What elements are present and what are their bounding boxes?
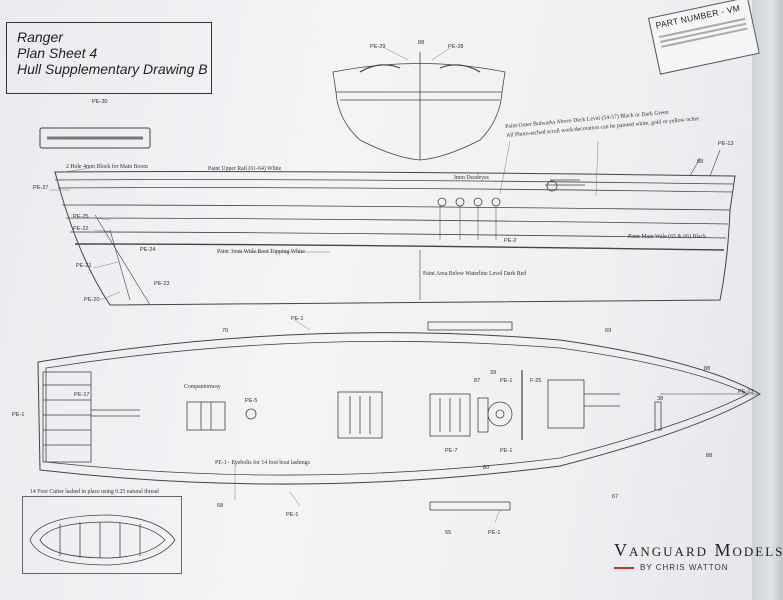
brand-byline: BY CHRIS WATTON — [640, 563, 729, 572]
note-main-wale: Paint Main Wale (65 & 66) Black — [628, 234, 706, 240]
label-pe13-deck: PE-13 — [738, 389, 754, 395]
cutter-inset-frame — [22, 496, 182, 574]
brand-logo-text: Vanguard Models — [614, 540, 783, 560]
hull-side-profile — [54, 171, 736, 306]
note-upper-rail: Paint Upper Rail (61-64) White — [208, 166, 282, 172]
label-pe1-top: PE-1 — [291, 316, 304, 322]
label-88-lower: 88 — [706, 453, 713, 459]
label-pe25: PE-25 — [73, 214, 89, 220]
title-ship-name: Ranger — [17, 29, 63, 45]
label-pe20: PE-20 — [84, 297, 100, 303]
label-67: 67 — [612, 494, 619, 500]
label-pe21: PE-21 — [76, 263, 92, 269]
label-companionway: Companionway — [184, 384, 221, 390]
label-38: 38 — [657, 396, 664, 402]
label-f25: F-25 — [530, 378, 542, 384]
label-pe2: PE-2 — [504, 238, 517, 244]
label-39: 39 — [490, 370, 497, 376]
label-pe24: PE-24 — [140, 247, 156, 253]
label-pe1-mid: PE-1 — [500, 378, 513, 384]
brand-accent-line — [614, 567, 634, 569]
label-pe29: PE-29 — [370, 44, 386, 50]
label-pe13-top: PE-13 — [718, 141, 734, 147]
note-eyebolts: PE-1 - Eyebolts for 14 foot boat lashing… — [215, 460, 310, 466]
note-boot-topping: Paint 3mm Wide Boot Topping White — [217, 249, 305, 255]
label-pe22: PE-22 — [73, 226, 89, 232]
label-88-bow: 88 — [697, 159, 704, 165]
label-pe1-bottom2: PE-1 — [488, 530, 501, 536]
label-pe1-right: PE-1 — [500, 448, 513, 454]
label-pe23: PE-23 — [154, 281, 170, 287]
label-69: 69 — [605, 328, 612, 334]
next-page-edge — [752, 0, 783, 600]
name-board — [39, 127, 151, 149]
deck-plan-outline — [37, 332, 761, 485]
label-pe27: PE-27 — [33, 185, 49, 191]
cutter-boat — [29, 514, 176, 566]
note-cutter: 14 Foot Cutter lashed in place using 0.2… — [30, 489, 159, 495]
note-waterline: Paint Area Below Waterline Level Dark Re… — [423, 271, 527, 277]
label-pe5: PE-5 — [245, 398, 258, 404]
label-pe7: PE-7 — [445, 448, 458, 454]
label-87: 87 — [474, 378, 481, 384]
label-pe17: PE-17 — [74, 392, 90, 398]
label-pe1-bottom: PE-1 — [286, 512, 299, 518]
label-88-right: 88 — [704, 366, 711, 372]
label-pe28: PE-28 — [448, 44, 464, 50]
label-55: 55 — [445, 530, 452, 536]
label-80: 80 — [483, 465, 490, 471]
title-block: Ranger Plan Sheet 4 Hull Supplementary D… — [6, 22, 212, 94]
label-pe1-left: PE-1 — [12, 412, 25, 418]
deadeyes-group — [437, 197, 501, 207]
stern-elevation — [332, 63, 506, 161]
title-drawing-name: Hull Supplementary Drawing B — [17, 61, 208, 77]
label-68: 68 — [217, 503, 224, 509]
label-88-stern: 88 — [418, 40, 425, 46]
note-deadeyes: 3mm Deadeyes — [453, 175, 489, 181]
label-70: 70 — [222, 328, 229, 334]
title-sheet-number: Plan Sheet 4 — [17, 45, 98, 61]
note-block: 2 Hole 4mm Block for Main Boom — [66, 164, 148, 170]
label-pe30: PE-30 — [92, 99, 108, 105]
